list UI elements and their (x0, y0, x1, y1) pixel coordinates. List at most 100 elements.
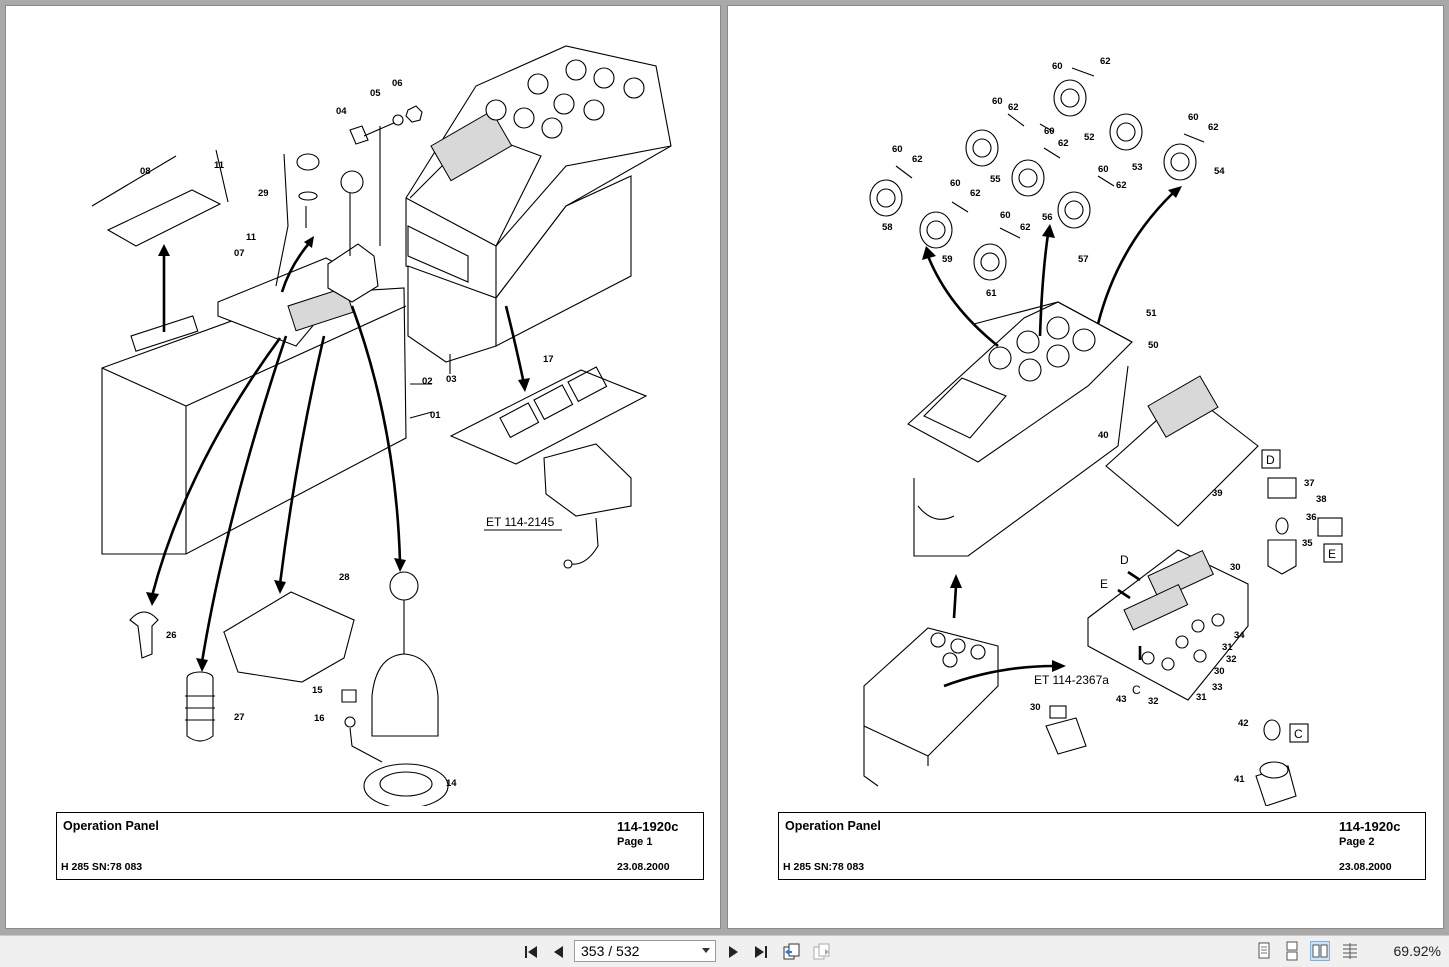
exploded-parts-drawing-left: 08 11 29 11 04 05 06 07 02 03 01 17 28 2… (91, 45, 672, 806)
svg-text:01: 01 (430, 410, 441, 421)
svg-text:31: 31 (1196, 692, 1207, 703)
svg-text:05: 05 (370, 88, 381, 99)
svg-text:04: 04 (336, 106, 347, 117)
drawing-title: Operation Panel (63, 819, 159, 833)
svg-text:62: 62 (1100, 56, 1111, 67)
svg-text:03: 03 (446, 374, 457, 385)
svg-text:17: 17 (543, 354, 554, 365)
page-number: Page 2 (1339, 836, 1375, 848)
page-number: Page 1 (617, 836, 653, 848)
single-page-view-button[interactable] (1254, 941, 1274, 961)
svg-text:55: 55 (990, 174, 1001, 185)
continuous-view-button[interactable] (1282, 941, 1302, 961)
svg-text:62: 62 (1208, 122, 1219, 133)
svg-text:C: C (1132, 683, 1141, 697)
forward-view-icon (813, 943, 830, 960)
two-page-icon (1312, 944, 1328, 958)
zoom-level[interactable]: 69.92% (1393, 943, 1441, 959)
svg-text:51: 51 (1146, 308, 1157, 319)
svg-text:D: D (1120, 553, 1129, 567)
svg-text:C: C (1294, 727, 1303, 741)
svg-text:31: 31 (1222, 642, 1233, 653)
two-page-view-button[interactable] (1310, 941, 1330, 961)
continuous-page-icon (1286, 941, 1298, 961)
last-page-button[interactable] (750, 942, 772, 962)
svg-text:27: 27 (234, 712, 245, 723)
viewer-toolbar: 353 / 532 69.92% (0, 935, 1449, 967)
svg-text:34: 34 (1234, 630, 1245, 641)
go-back-view-button[interactable] (780, 942, 804, 962)
svg-text:E: E (1100, 577, 1108, 591)
svg-text:56: 56 (1042, 212, 1053, 223)
svg-text:37: 37 (1304, 478, 1315, 489)
svg-text:53: 53 (1132, 162, 1143, 173)
svg-text:26: 26 (166, 630, 177, 641)
two-page-continuous-button[interactable] (1340, 941, 1360, 961)
svg-text:30: 30 (1214, 666, 1225, 677)
svg-text:60: 60 (950, 178, 961, 189)
go-forward-view-button[interactable] (810, 942, 834, 962)
svg-text:36: 36 (1306, 512, 1317, 523)
next-page-icon (729, 946, 738, 958)
svg-text:15: 15 (312, 685, 323, 696)
svg-text:42: 42 (1238, 718, 1249, 729)
two-page-continuous-icon (1343, 943, 1357, 959)
svg-text:08: 08 (140, 166, 151, 177)
svg-text:30: 30 (1030, 702, 1041, 713)
svg-text:57: 57 (1078, 254, 1089, 265)
svg-text:60: 60 (1044, 126, 1055, 137)
svg-text:60: 60 (892, 144, 903, 155)
page-number-select[interactable]: 353 / 532 (574, 940, 716, 962)
svg-text:02: 02 (422, 376, 433, 387)
previous-page-button[interactable] (548, 942, 570, 962)
svg-text:38: 38 (1316, 494, 1327, 505)
svg-text:16: 16 (314, 713, 325, 724)
svg-text:50: 50 (1148, 340, 1159, 351)
gauge-group (869, 79, 1197, 281)
svg-text:32: 32 (1226, 654, 1237, 665)
svg-text:D: D (1266, 453, 1275, 467)
drawing-number: 114-1920c (1339, 819, 1401, 834)
svg-text:62: 62 (1116, 180, 1127, 191)
svg-text:62: 62 (970, 188, 981, 199)
svg-text:40: 40 (1098, 430, 1109, 441)
drawing-title: Operation Panel (785, 819, 881, 833)
svg-text:58: 58 (882, 222, 893, 233)
drawing-date: 23.08.2000 (1339, 861, 1392, 873)
drawing-number: 114-1920c (617, 819, 679, 834)
svg-text:54: 54 (1214, 166, 1225, 177)
svg-text:60: 60 (992, 96, 1003, 107)
page-indicator: 353 / 532 (581, 943, 640, 959)
svg-text:33: 33 (1212, 682, 1223, 693)
svg-text:14: 14 (446, 778, 457, 789)
document-page-left: 08 11 29 11 04 05 06 07 02 03 01 17 28 2… (5, 5, 721, 929)
drawing-date: 23.08.2000 (617, 861, 670, 873)
svg-text:43: 43 (1116, 694, 1127, 705)
serial-number: H 285 SN:78 083 (61, 861, 143, 873)
previous-page-icon (554, 946, 563, 958)
svg-text:11: 11 (214, 160, 225, 171)
svg-text:39: 39 (1212, 488, 1223, 499)
svg-text:59: 59 (942, 254, 953, 265)
svg-text:62: 62 (1058, 138, 1069, 149)
svg-text:32: 32 (1148, 696, 1159, 707)
svg-text:29: 29 (258, 188, 269, 199)
svg-text:62: 62 (912, 154, 923, 165)
first-page-button[interactable] (520, 942, 542, 962)
svg-text:E: E (1328, 547, 1336, 561)
last-page-icon (755, 946, 767, 958)
svg-text:62: 62 (1008, 102, 1019, 113)
svg-text:06: 06 (392, 78, 403, 89)
serial-number: H 285 SN:78 083 (783, 861, 865, 873)
title-block: Operation Panel 114-1920c Page 2 H 285 S… (778, 812, 1426, 880)
next-page-button[interactable] (722, 942, 744, 962)
svg-text:60: 60 (1000, 210, 1011, 221)
reference-label: ET 114-2145 (486, 515, 555, 529)
svg-text:60: 60 (1098, 164, 1109, 175)
svg-text:28: 28 (339, 572, 350, 583)
chevron-down-icon (702, 948, 710, 953)
title-block: Operation Panel 114-1920c Page 1 H 285 S… (56, 812, 704, 880)
svg-text:60: 60 (1052, 61, 1063, 72)
